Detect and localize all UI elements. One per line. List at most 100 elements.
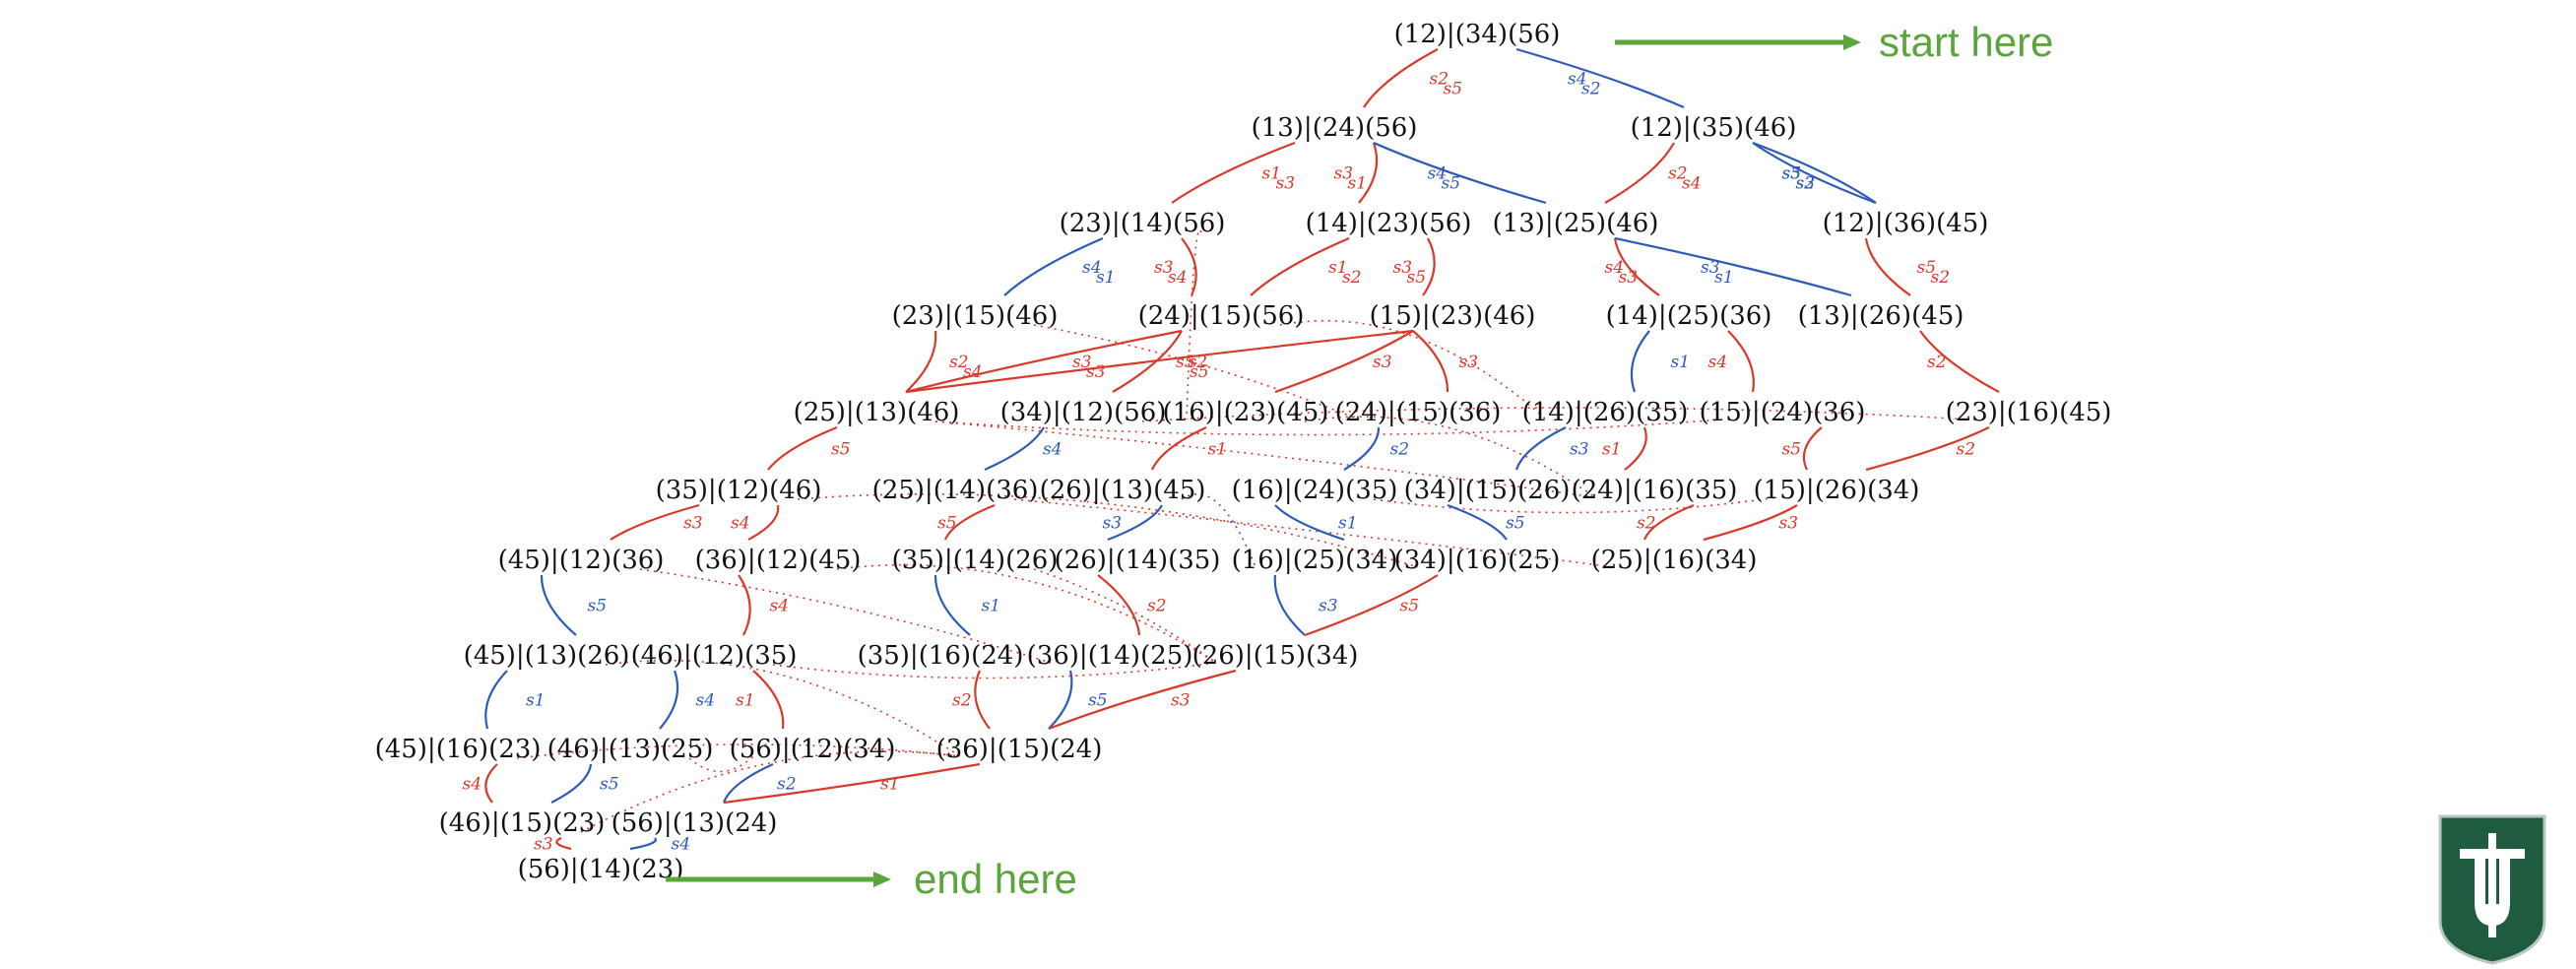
edge-label: s3 <box>1619 268 1639 288</box>
edge-label: s5 <box>1176 353 1195 372</box>
edge-label: s1 <box>736 691 755 711</box>
transition-edge <box>659 670 679 730</box>
edge-label: s3 <box>1373 353 1392 372</box>
transition-edge <box>1363 48 1439 108</box>
edge-label: s5 <box>1506 514 1525 534</box>
state-node: (25)|(14)(36) <box>872 476 1039 505</box>
transition-edge <box>484 670 508 730</box>
transition-edge <box>1919 330 2000 393</box>
state-node: (25)|(16)(34) <box>1591 546 1758 575</box>
transition-edge <box>1373 141 1547 205</box>
transition-edge <box>1614 236 1852 297</box>
edge-label: s4 <box>463 775 483 795</box>
edge-label: s2 <box>1342 268 1362 288</box>
transition-edge <box>974 670 991 730</box>
dotted-connection <box>1033 324 1360 420</box>
edge-label: s2 <box>1430 70 1449 90</box>
state-node: (12)|(36)(45) <box>1823 209 1989 238</box>
state-node: (16)|(25)(34) <box>1232 546 1398 575</box>
edge-label: s1 <box>1714 268 1734 288</box>
edge-label: s4 <box>1043 440 1063 460</box>
edge-label: s4 <box>1428 164 1448 184</box>
transition-edge <box>1422 237 1436 296</box>
dotted-connection <box>934 419 1724 436</box>
state-node: (24)|(15)(56) <box>1138 301 1305 331</box>
edge-label: s2 <box>777 775 797 795</box>
edge-label: s3 <box>1319 597 1338 616</box>
edge-label: s5 <box>937 514 957 534</box>
edge-label: s3 <box>1086 362 1106 382</box>
state-node: (45)|(12)(36) <box>498 546 665 575</box>
tulane-shield-logo <box>2438 814 2546 965</box>
state-node: (13)|(24)(56) <box>1252 113 1418 143</box>
transition-edge <box>610 503 700 541</box>
transition-edge <box>1514 426 1567 471</box>
edge-label: s3 <box>1570 440 1589 460</box>
transition-edge <box>723 762 981 805</box>
transition-edge <box>1358 142 1379 204</box>
state-node: (34)|(16)(25) <box>1394 546 1561 575</box>
transition-edge <box>1752 141 1877 204</box>
transition-edge <box>555 836 572 851</box>
state-node: (26)|(15)(34) <box>1192 641 1359 671</box>
dotted-connection <box>516 743 961 759</box>
end-arrow-head <box>873 872 891 887</box>
edge-label: s5 <box>1444 80 1463 99</box>
edge-label: s1 <box>1338 514 1358 534</box>
edge-label: s1 <box>1328 258 1348 278</box>
edge-label: s2 <box>1637 514 1656 534</box>
end-label: end here <box>914 856 1077 902</box>
edge-label: s2 <box>952 691 972 711</box>
edge-label: s2 <box>1931 268 1951 288</box>
transition-edge <box>1515 47 1685 109</box>
start-label: start here <box>1879 19 2053 65</box>
state-node: (14)|(25)(36) <box>1606 301 1772 331</box>
transition-edge <box>1864 237 1911 296</box>
state-node: (14)|(23)(56) <box>1306 209 1472 238</box>
state-node: (15)|(26)(34) <box>1754 476 1920 505</box>
transition-edge <box>1274 504 1345 542</box>
state-node: (24)|(15)(36) <box>1335 398 1502 427</box>
transition-edge <box>1624 426 1647 471</box>
dotted-connection <box>688 755 754 773</box>
transition-edge <box>540 574 577 636</box>
edge-label: s5 <box>600 775 619 795</box>
transition-edge <box>1412 330 1449 393</box>
edge-label: s5 <box>1782 164 1802 184</box>
state-node: (36)|(12)(45) <box>695 546 862 575</box>
state-node: (13)|(26)(45) <box>1798 301 1964 331</box>
state-node: (12)|(34)(56) <box>1394 20 1561 49</box>
dotted-connection <box>797 492 1419 568</box>
edge-label: s4 <box>696 691 716 711</box>
transition-edge <box>943 503 996 541</box>
edge-label: s5 <box>1407 268 1427 288</box>
edge-label: s2 <box>1147 597 1167 616</box>
state-node: (56)|(12)(34) <box>730 735 896 764</box>
state-node: (16)|(24)(35) <box>1232 476 1398 505</box>
edge-label: s3 <box>1154 258 1174 278</box>
state-node: (45)|(16)(23) <box>375 735 542 764</box>
transition-edge <box>1107 504 1163 542</box>
edge-label: s4 <box>1605 258 1625 278</box>
edge-label: s3 <box>1103 514 1123 534</box>
edge-label: s3 <box>1459 353 1479 372</box>
edge-label: s5 <box>1190 362 1209 382</box>
dotted-connection <box>639 568 1052 664</box>
edge-label: s4 <box>1708 353 1728 372</box>
state-node: (24)|(16)(35) <box>1572 476 1738 505</box>
edge-label: s5 <box>1442 174 1461 194</box>
edges <box>484 47 2000 851</box>
edge-label: s3 <box>1072 353 1092 372</box>
state-node: (46)|(13)(25) <box>547 735 714 764</box>
state-node: (23)|(16)(45) <box>1946 398 2112 427</box>
edge-label: s1 <box>880 775 900 795</box>
edge-label: s4 <box>1682 174 1702 194</box>
transition-edge <box>752 670 785 730</box>
transition-edge <box>629 837 657 851</box>
nodes: (12)|(34)(56)(13)|(24)(56)(12)|(35)(46)(… <box>375 20 2112 884</box>
transition-edge <box>1630 330 1650 393</box>
transition-edge <box>1703 504 1798 542</box>
transition-edge <box>722 762 774 804</box>
state-node: (25)|(13)(46) <box>794 398 960 427</box>
dotted-connection <box>1013 498 1616 568</box>
